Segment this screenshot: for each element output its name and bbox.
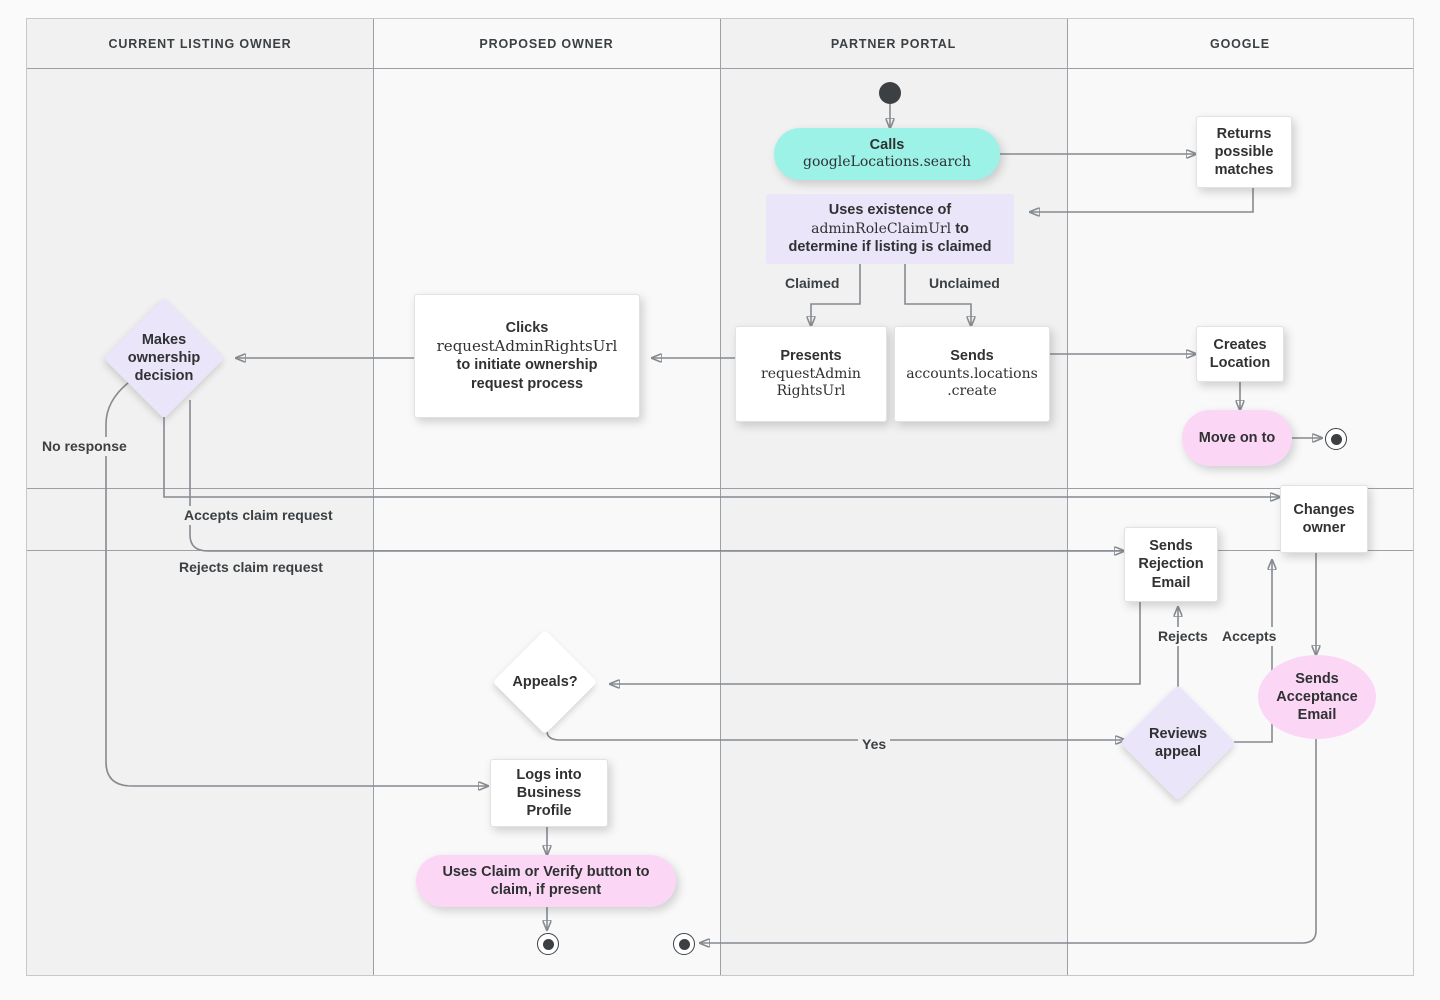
node-line-3: RightsUrl <box>776 383 846 400</box>
lane-header-label: PROPOSED OWNER <box>479 37 614 51</box>
end-node-proposed-owner <box>537 933 559 955</box>
end-node-partner-portal <box>673 933 695 955</box>
node-clicks-requestadminrightsurl[interactable]: Clicks requestAdminRightsUrl to initiate… <box>414 294 640 418</box>
node-label: Appeals? <box>512 673 578 690</box>
node-label: Logs into Business Profile <box>516 766 582 820</box>
node-sends-rejection-email[interactable]: Sends Rejection Email <box>1124 527 1218 602</box>
lane-header-google: GOOGLE <box>1067 19 1413 69</box>
node-label: Creates Location <box>1209 336 1271 371</box>
lane-background-current-listing-owner <box>27 19 373 975</box>
edge-label-claimed: Claimed <box>781 274 844 293</box>
node-label: Move on to <box>1198 429 1276 446</box>
edge-label-unclaimed: Unclaimed <box>925 274 1004 293</box>
node-line-2: requestAdmin <box>761 365 861 382</box>
node-label: Returns possible matches <box>1214 125 1274 179</box>
edge-label-yes: Yes <box>858 735 891 754</box>
node-sends-acceptance-email[interactable]: Sends Acceptance Email <box>1258 655 1376 739</box>
node-line-1: Calls <box>869 137 905 154</box>
node-changes-owner[interactable]: Changes owner <box>1280 485 1368 553</box>
node-line-1: Sends <box>950 348 994 365</box>
node-line-3: determine if listing is claimed <box>788 239 992 256</box>
node-label: Changes owner <box>1293 501 1355 536</box>
edge-label-accepts: Accepts <box>1219 627 1280 646</box>
node-move-on-to[interactable]: Move on to <box>1182 410 1292 466</box>
lane-header-proposed-owner: PROPOSED OWNER <box>373 19 720 69</box>
lane-divider-3 <box>1067 19 1068 975</box>
node-reviews-appeal[interactable]: Reviews appeal <box>1120 685 1236 801</box>
node-line-3: to initiate ownership <box>456 357 598 374</box>
edge-label-rejects: Rejects <box>1155 627 1211 646</box>
node-makes-ownership-decision[interactable]: Makes ownership decision <box>103 297 225 419</box>
node-label: Sends Rejection Email <box>1138 538 1204 591</box>
edge-label-no-response: No response <box>38 437 127 456</box>
lane-header-label: PARTNER PORTAL <box>830 37 957 51</box>
lane-header-label: GOOGLE <box>1210 37 1270 51</box>
node-label: Makes ownership decision <box>127 331 201 385</box>
node-line-2: adminRoleClaimUrl to <box>811 220 969 239</box>
node-label: Sends Acceptance Email <box>1276 670 1358 724</box>
node-label: Reviews appeal <box>1148 725 1208 760</box>
node-line-2: googleLocations.search <box>802 154 971 171</box>
node-line-4: request process <box>470 375 584 392</box>
node-line-2-suffix: to <box>951 220 969 237</box>
node-line-1: Uses existence of <box>828 202 952 219</box>
edge-label-accepts-claim-request: Accepts claim request <box>180 506 337 525</box>
start-node <box>879 82 901 104</box>
lane-divider-1 <box>373 19 374 975</box>
node-code-adminroleclaimurl: adminRoleClaimUrl <box>811 220 952 237</box>
node-line-2: requestAdminRightsUrl <box>436 337 618 356</box>
node-presents-requestadminrightsurl[interactable]: Presents requestAdmin RightsUrl <box>735 326 887 422</box>
node-logs-into-business-profile[interactable]: Logs into Business Profile <box>490 759 608 827</box>
lane-header-partner-portal: PARTNER PORTAL <box>720 19 1067 69</box>
node-line-1: Clicks <box>505 320 549 337</box>
node-creates-location[interactable]: Creates Location <box>1196 326 1284 382</box>
edge-label-rejects-claim-request: Rejects claim request <box>175 558 327 577</box>
node-line-2: accounts.locations <box>906 365 1038 382</box>
node-returns-possible-matches[interactable]: Returns possible matches <box>1196 116 1292 188</box>
node-label: Uses Claim or Verify button to claim, if… <box>442 863 650 898</box>
end-node-google <box>1325 428 1347 450</box>
lane-divider-2 <box>720 19 721 975</box>
node-appeals-decision[interactable]: Appeals? <box>492 629 598 735</box>
node-uses-claim-or-verify-button[interactable]: Uses Claim or Verify button to claim, if… <box>416 855 676 907</box>
lane-background-proposed-owner <box>373 19 720 975</box>
node-calls-googlelocations-search[interactable]: Calls googleLocations.search <box>774 128 1000 180</box>
node-line-3: .create <box>947 383 997 400</box>
node-sends-accounts-locations-create[interactable]: Sends accounts.locations .create <box>894 326 1050 422</box>
node-line-1: Presents <box>780 348 842 365</box>
lane-header-current-listing-owner: CURRENT LISTING OWNER <box>27 19 373 69</box>
node-uses-existence-of-adminroleclaimurl[interactable]: Uses existence of adminRoleClaimUrl to d… <box>766 194 1014 264</box>
lane-header-label: CURRENT LISTING OWNER <box>108 37 292 51</box>
